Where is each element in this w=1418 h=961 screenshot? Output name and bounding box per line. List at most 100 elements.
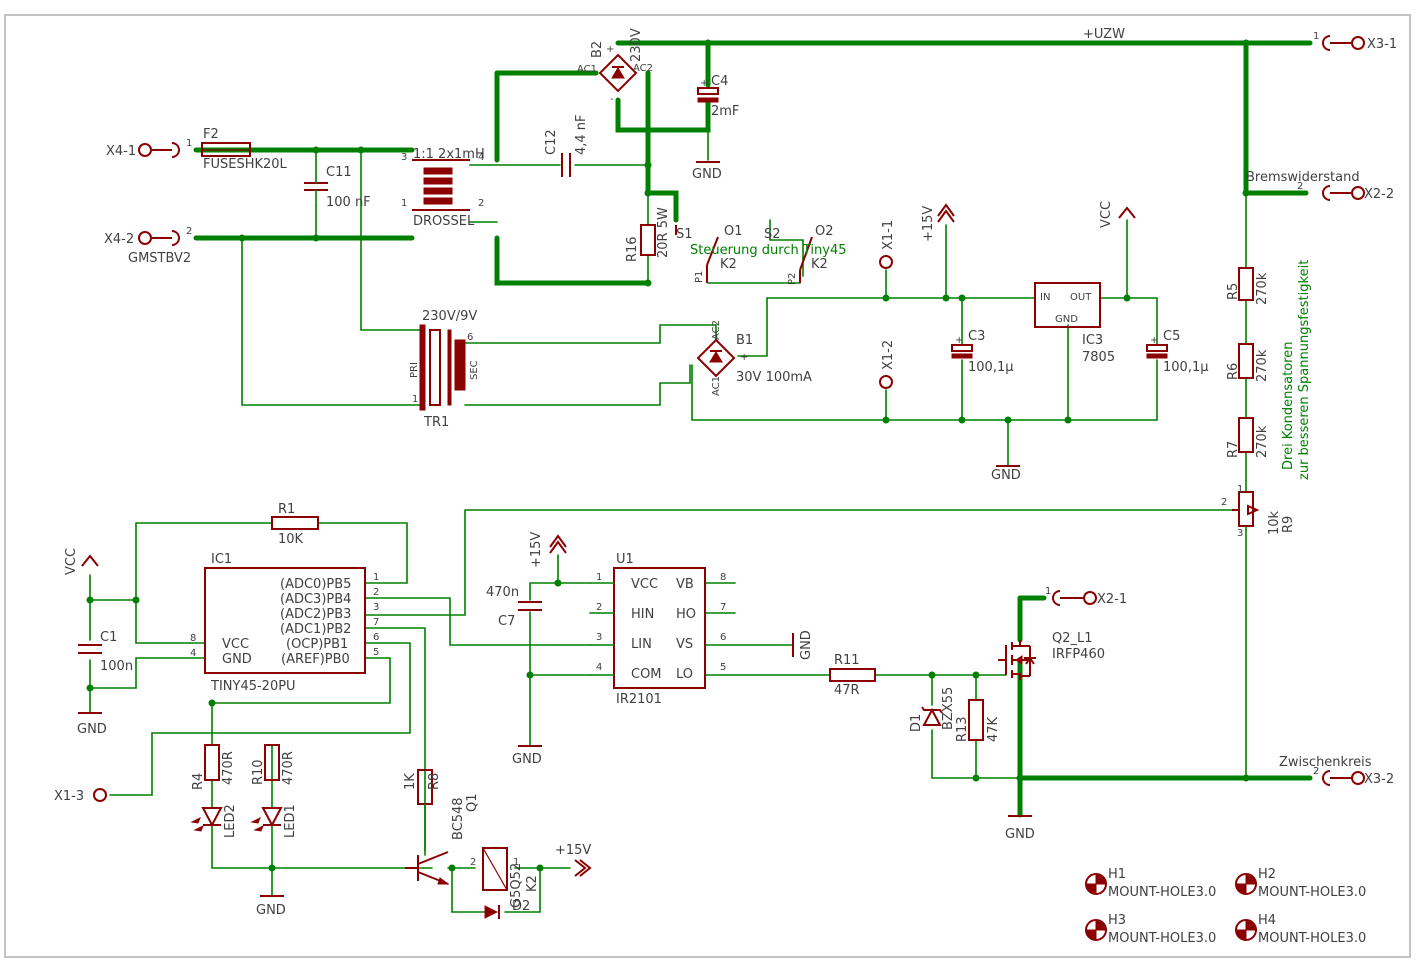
connector-x1-3: X1-3 (54, 789, 84, 804)
q1-value: BC548 (451, 797, 466, 840)
svg-text:1: 1 (412, 394, 418, 405)
k2-o1: O1 (724, 224, 743, 239)
svg-text:1: 1 (1045, 586, 1051, 597)
wires (89, 40, 1313, 913)
svg-text:5: 5 (720, 662, 726, 673)
h1-label: H1 (1108, 867, 1126, 882)
svg-text:-: - (610, 94, 614, 105)
zener-d1: D1 BZX55 (909, 687, 956, 732)
k2-s1: S1 (676, 227, 693, 242)
d1-value: BZX55 (941, 687, 956, 730)
r9-value: 10k (1267, 510, 1282, 535)
ic3-gnd: GND (1055, 314, 1078, 325)
connector-x4-1: X4-1 (106, 144, 136, 159)
u1-pin-vs: VS (676, 637, 693, 652)
svg-text:7: 7 (720, 602, 726, 613)
connector-x1-2: X1-2 (881, 340, 896, 370)
ic1-pin-pb2: (ADC1)PB2 (280, 622, 351, 637)
svg-text:2: 2 (470, 857, 476, 868)
r10-label: R10 (251, 759, 266, 785)
svg-text:1: 1 (401, 198, 407, 209)
d1-label: D1 (909, 714, 924, 732)
regulator-ic3: IN OUT GND IC3 7805 (1034, 282, 1115, 365)
k2-p1: P1 (694, 271, 705, 283)
tr1-sec: SEC (469, 360, 480, 380)
c4-value: 2mF (711, 104, 739, 119)
svg-text:+: + (606, 44, 614, 55)
c7-value: 470n (486, 585, 519, 600)
c12-label: C12 (544, 129, 559, 155)
h2-value: MOUNT-HOLE3.0 (1258, 885, 1366, 900)
c1-label: C1 (100, 630, 117, 645)
mount-hole-h4: H4 MOUNT-HOLE3.0 (1235, 913, 1366, 946)
r1-label: R1 (278, 502, 295, 517)
r16-value: 20R 5W (656, 207, 671, 258)
u1-value: IR2101 (616, 692, 662, 707)
svg-text:1: 1 (373, 572, 379, 583)
svg-text:1: 1 (186, 138, 192, 149)
svg-text:1: 1 (596, 572, 602, 583)
r13-value: 47K (986, 716, 1001, 742)
svg-text:1: 1 (1313, 31, 1319, 42)
svg-text:4: 4 (190, 648, 196, 659)
r9-label: R9 (1281, 516, 1296, 533)
k2-label-2: K2 (811, 257, 828, 272)
r11-value: 47R (834, 683, 860, 698)
svg-text:2: 2 (1221, 497, 1227, 508)
ic1-pin-pb1: (OCP)PB1 (286, 637, 348, 652)
note-divider-1: Drei Kondensatoren (1281, 342, 1296, 470)
svg-text:1: 1 (1237, 484, 1243, 495)
b2-label: B2 (590, 41, 605, 58)
q2-value: IRFP460 (1052, 647, 1105, 662)
svg-text:4: 4 (596, 662, 602, 673)
tr1-pri: PRI (409, 362, 420, 378)
connector-x3-1: X3-1 (1367, 37, 1397, 52)
r13-label: R13 (955, 716, 970, 742)
b1-label: B1 (736, 333, 753, 348)
k2-coil-label: K2 (525, 875, 540, 892)
bridge-rectifier-b1: B1 30V 100mA AC2 AC1 + (696, 320, 812, 396)
resistor-r13: R13 47K (955, 699, 1001, 742)
relay-driver: 1K R8 BC548 Q1 2 1 G5Q52 K2 D2 (403, 769, 540, 919)
svg-text:+: + (1150, 335, 1158, 346)
c3-label: C3 (968, 329, 985, 344)
gnd-symbols: GND GND GND GND GND GND GND (77, 161, 1035, 918)
connector-x3-2: X3-2 (1364, 772, 1394, 787)
u1-label: U1 (616, 552, 634, 567)
transformer-tr1: PRI SEC 230V/9V TR1 1 6 (409, 309, 480, 430)
f2-label: F2 (203, 127, 219, 142)
gnd-label-c4: GND (692, 167, 722, 182)
ic1-value: TINY45-20PU (210, 679, 296, 694)
c4-label: C4 (711, 74, 728, 89)
u1-pin-vb: VB (676, 577, 694, 592)
svg-text:AC1: AC1 (577, 64, 597, 75)
led2-label: LED2 (223, 804, 238, 838)
supply-symbols: +15V VCC VCC +15V +15V (64, 201, 1136, 877)
gate-driver-u1: U1 IR2101 VCC HIN LIN COM VB HO VS LO 12… (589, 552, 726, 707)
h2-label: H2 (1258, 867, 1276, 882)
r8-label: R8 (427, 773, 442, 790)
gnd-label-u1: GND (512, 752, 542, 767)
svg-text:4: 4 (478, 152, 484, 163)
p15v-label-relay: +15V (555, 843, 591, 858)
r8-value: 1K (403, 773, 418, 790)
k2-s2: S2 (764, 227, 781, 242)
r11-label: R11 (834, 653, 860, 668)
ic1-label: IC1 (211, 552, 232, 567)
capacitor-c5: + C5 100,1µ (1146, 329, 1209, 375)
svg-text:6: 6 (467, 332, 473, 343)
c1-value: 100n (100, 659, 133, 674)
ic1-pin-gnd: GND (222, 652, 252, 667)
u1-pin-com: COM (631, 667, 662, 682)
ic1-pin-pb5: (ADC0)PB5 (280, 577, 351, 592)
sheet-frame (4, 14, 1411, 958)
h3-value: MOUNT-HOLE3.0 (1108, 931, 1216, 946)
mount-hole-h3: H3 MOUNT-HOLE3.0 (1085, 913, 1216, 946)
connector-x4-2: X4-2 (104, 232, 134, 247)
u1-pin-lin: LIN (631, 637, 652, 652)
ic3-out: OUT (1070, 292, 1092, 303)
led-indicators: R4 470R R10 470R LED2 LED1 (190, 744, 298, 838)
svg-text:AC2: AC2 (711, 320, 722, 340)
ic1-pin-vcc: VCC (222, 637, 249, 652)
r6-label: R6 (1226, 363, 1241, 380)
